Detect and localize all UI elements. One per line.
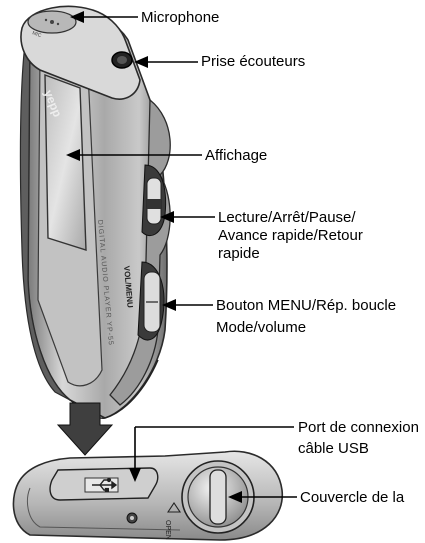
open-text: OPEN: [164, 520, 171, 540]
label-usb-port-line1: Port de connexion: [298, 419, 425, 436]
label-microphone: Microphone: [141, 9, 219, 26]
label-play-controls-line2: Avance rapide/Retour: [218, 227, 363, 244]
label-menu-button-line2: Mode/volume: [216, 319, 306, 336]
label-menu-button-line1: Bouton MENU/Rép. boucle: [216, 297, 425, 314]
label-display: Affichage: [205, 147, 267, 164]
label-play-controls-line3: rapide: [218, 245, 260, 262]
player-body: [20, 6, 170, 418]
label-battery-cover: Couvercle de la: [300, 489, 425, 506]
label-play-controls-line1: Lecture/Arrêt/Pause/: [218, 209, 356, 226]
label-usb-port-line2: câble USB: [298, 440, 369, 457]
label-headphone-jack: Prise écouteurs: [201, 53, 305, 70]
